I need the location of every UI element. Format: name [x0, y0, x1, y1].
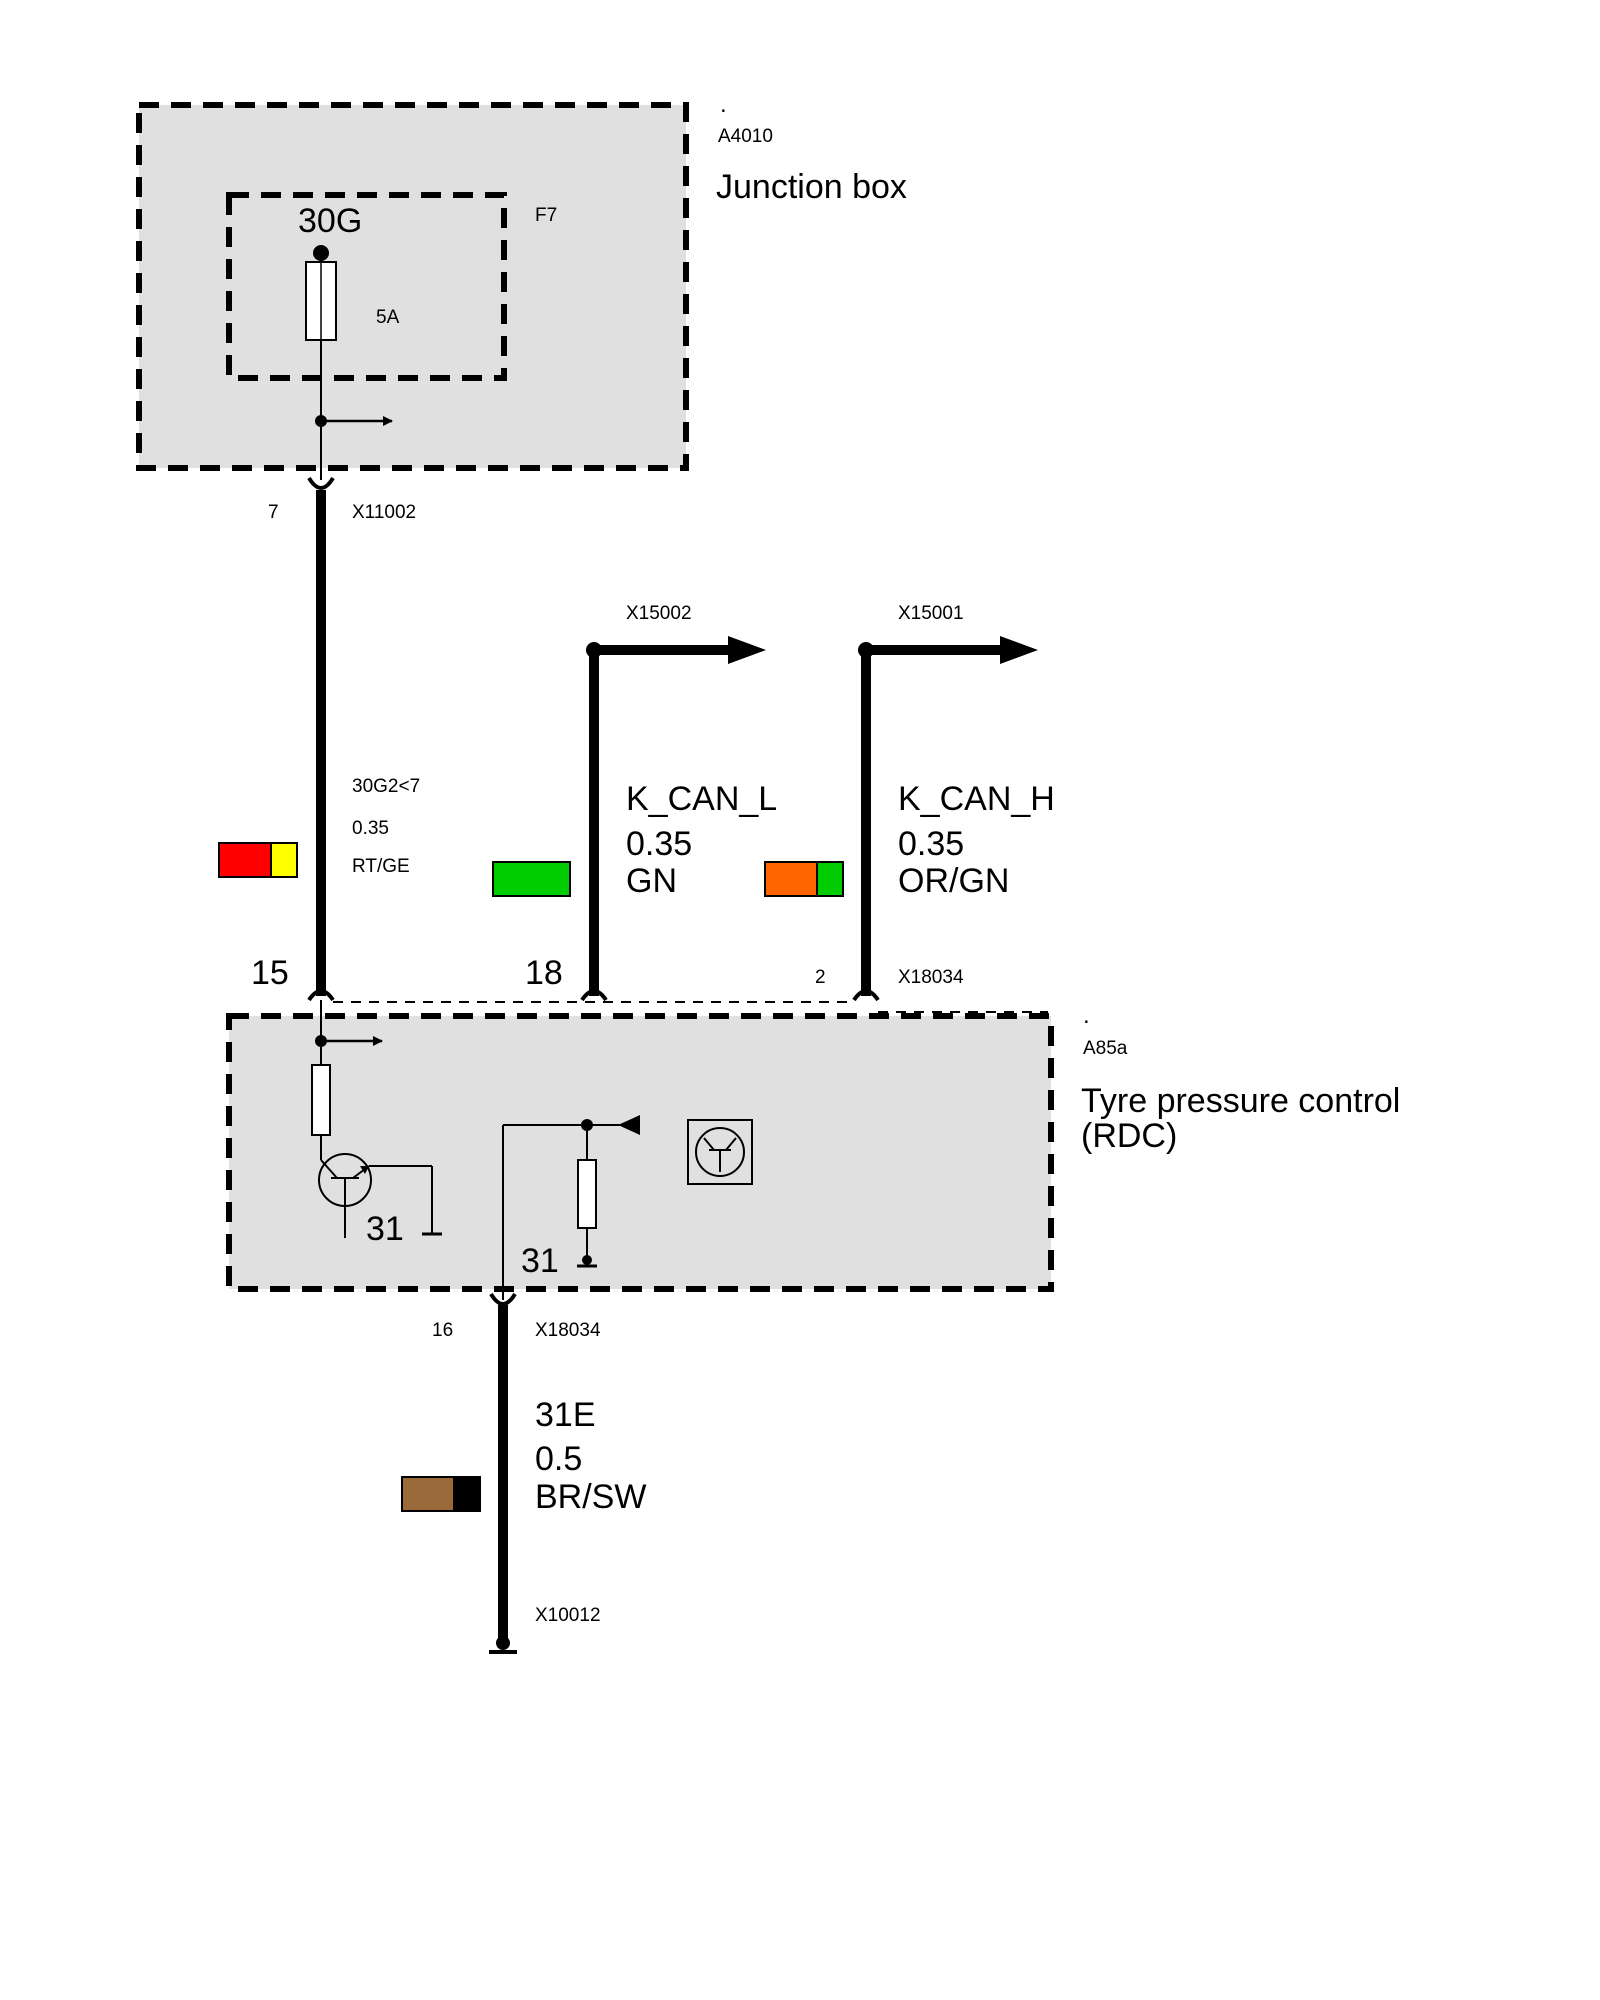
wire-30g-size: 0.35 [352, 818, 389, 839]
module-symbol-right [725, 1137, 737, 1151]
transistor-emitter-arrow [360, 1166, 369, 1174]
connector-top-id: X11002 [352, 502, 416, 523]
swatch-yellow [270, 842, 298, 878]
bus-stage-arrow-icon [618, 1115, 640, 1135]
rdc-bus-stage: 31 [502, 1115, 640, 1300]
k-can-l-size: 0.35 [626, 825, 692, 863]
swatch-black [453, 1476, 481, 1512]
junction-box-dot: . [720, 91, 727, 118]
swatch-red [218, 842, 272, 878]
k-can-h-color-code: OR/GN [898, 862, 1009, 900]
rdc-input-stage: 31 [311, 1000, 442, 1248]
k-can-h-size: 0.35 [898, 825, 964, 863]
swatch-green [816, 861, 844, 897]
electronic-module-icon [687, 1119, 753, 1185]
k-can-h-color-swatch [764, 861, 844, 897]
fuse-terminal-label: 30G [298, 202, 362, 240]
fuse-holder-outline [226, 192, 507, 381]
wire-30g-color-code: RT/GE [352, 856, 410, 877]
module-symbol-frame [687, 1119, 753, 1185]
bus-ground-dot [582, 1255, 592, 1265]
wire-30g-name: 30G2<7 [352, 776, 420, 797]
k-can-h-connector: X15001 [898, 603, 964, 624]
k-can-h-name: K_CAN_H [898, 780, 1055, 818]
k-can-l-name: K_CAN_L [626, 780, 777, 818]
junction-box-name: Junction box [716, 168, 907, 206]
pin-15-label: 15 [251, 954, 289, 992]
rdc-module-id: A85a [1083, 1038, 1128, 1059]
resistor-icon [311, 1064, 331, 1136]
rdc-module-name-line1: Tyre pressure control [1081, 1082, 1400, 1120]
connector-bottom-socket-icon [489, 1292, 517, 1306]
pin-15-socket-icon [307, 989, 335, 1002]
wire-31e-color-swatch [401, 1476, 481, 1512]
wire-31e-color-code: BR/SW [535, 1478, 646, 1516]
pin-18-label: 18 [525, 954, 563, 992]
pin-2-socket-icon [852, 989, 880, 1002]
bus-resistor-icon [577, 1159, 597, 1229]
junction-box-id: A4010 [718, 126, 773, 147]
ground-point-id: X10012 [535, 1605, 601, 1626]
connector-bottom-pin: 16 [432, 1320, 453, 1341]
k-can-l-arrow-icon [728, 636, 766, 664]
k-can-h-node-dot [858, 642, 874, 658]
wire-31e-name: 31E [535, 1396, 596, 1434]
transistor-icon [318, 1153, 442, 1238]
k-can-l-color-code: GN [626, 862, 677, 900]
wire-30g-color-swatch [218, 842, 298, 878]
wire-31e-size: 0.5 [535, 1440, 582, 1478]
fuse-rating: 5A [376, 307, 400, 328]
k-can-l-node-dot [586, 642, 602, 658]
k-can-l-color-swatch [492, 861, 571, 897]
rdc-connector-id: X18034 [898, 967, 964, 988]
transistor-collector [320, 1159, 338, 1179]
rdc-module-name-line2: (RDC) [1081, 1117, 1177, 1155]
connector-top-socket-icon [307, 476, 335, 490]
k-can-l-connector: X15002 [626, 603, 692, 624]
k-can-h-arrow-icon [1000, 636, 1038, 664]
module-symbol-left [703, 1137, 715, 1151]
swatch-orange [764, 861, 818, 897]
junction-box [136, 102, 689, 471]
pin-18-socket-icon [580, 989, 608, 1002]
connector-top-pin: 7 [268, 502, 279, 523]
swatch-brown [401, 1476, 455, 1512]
rdc-module-dot: . [1083, 1002, 1090, 1029]
fuse-id: F7 [535, 205, 557, 226]
rdc-module-outline [226, 1013, 1054, 1292]
module-symbol-circle [695, 1127, 745, 1177]
ground-point-dot [496, 1636, 510, 1650]
ground-1-label: 31 [366, 1210, 404, 1248]
connector-bottom-id: X18034 [535, 1320, 601, 1341]
ground-2-label: 31 [521, 1242, 559, 1280]
pin-2-label: 2 [815, 967, 826, 988]
